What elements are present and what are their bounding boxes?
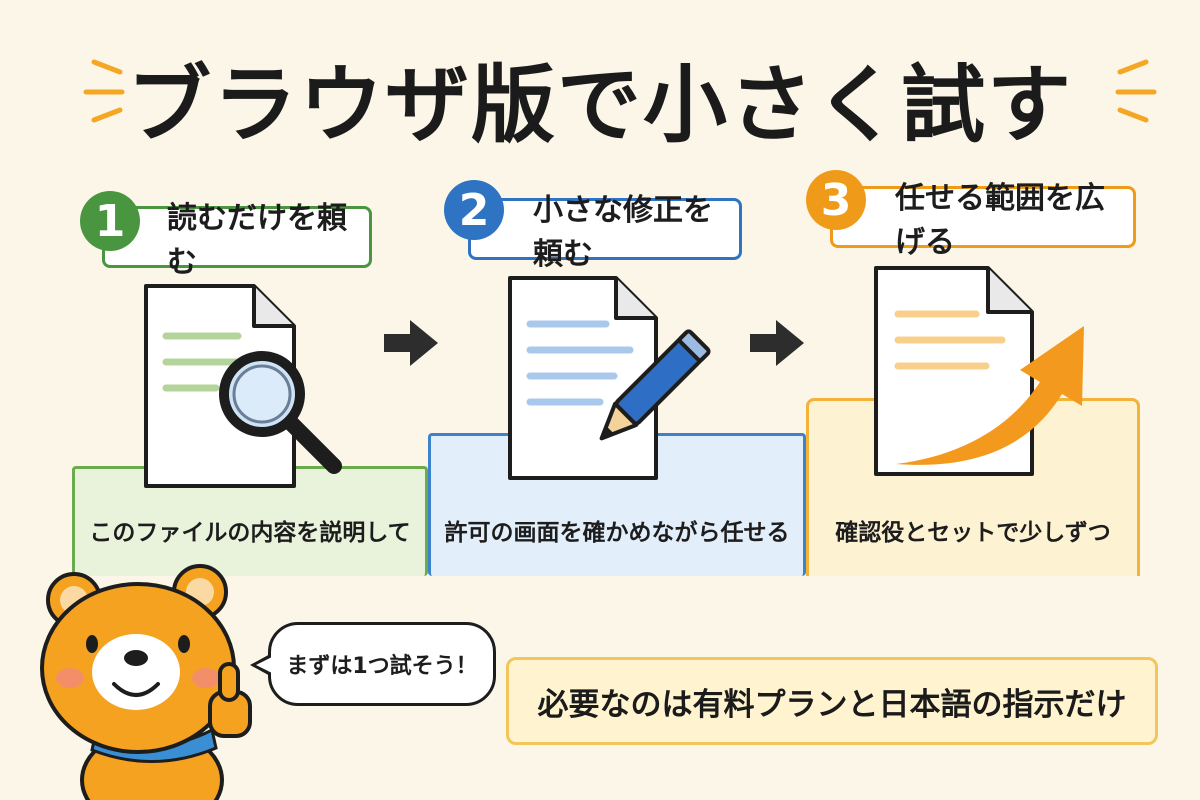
step-1-label-text: 読むだけを頼む (167, 201, 347, 280)
pencil-icon (599, 329, 711, 441)
page-title: ブラウザ版で小さく試す (126, 56, 1073, 154)
step-1-number: 1 (94, 195, 126, 247)
magnifier-icon (219, 351, 342, 474)
bear-mascot-icon (40, 564, 252, 800)
step-2-label: 小さな修正を頼む (468, 193, 742, 272)
speech-bubble-text: まずは1つ試そう！ (286, 654, 478, 679)
step-3-badge: 3 (806, 170, 866, 230)
step-1-badge: 1 (80, 191, 140, 251)
arrow-right-icon (750, 320, 804, 366)
step-2-description: 許可の画面を確かめながら任せる (444, 520, 790, 546)
step-2-number: 2 (458, 184, 490, 236)
step-2-badge: 2 (444, 180, 504, 240)
step-2-panel: 許可の画面を確かめながら任せる (428, 433, 806, 576)
step-3-label-text: 任せる範囲を広げる (895, 181, 1105, 260)
step-1-label: 読むだけを頼む (102, 201, 372, 280)
arrow-right-icon (384, 320, 438, 366)
step-3-description: 確認役とセットで少しずつ (835, 520, 1111, 546)
step-1-description: このファイルの内容を説明して (89, 520, 411, 546)
sparkle-right-icon (1115, 59, 1157, 123)
step-2-label-text: 小さな修正を頼む (533, 193, 713, 272)
step-3-number: 3 (820, 174, 852, 226)
sparkle-left-icon (83, 59, 125, 123)
document-icon (874, 266, 1034, 476)
growth-arrow-icon (896, 326, 1084, 465)
speech-bubble: まずは1つ試そう！ (268, 622, 496, 706)
bubble-tail-inner (256, 657, 272, 673)
requirements-callout: 必要なのは有料プランと日本語の指示だけ (506, 657, 1158, 745)
step-1-panel: このファイルの内容を説明して (72, 466, 428, 576)
requirements-callout-text: 必要なのは有料プランと日本語の指示だけ (537, 686, 1127, 723)
step-3-label: 任せる範囲を広げる (830, 181, 1136, 260)
